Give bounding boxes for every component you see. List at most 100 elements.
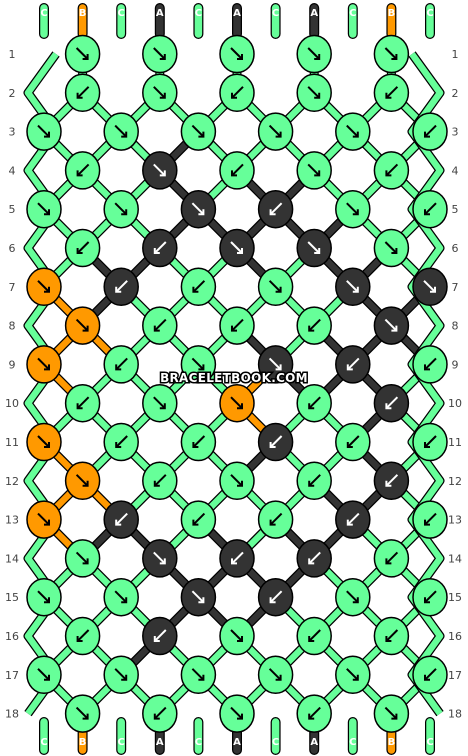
arrow-head	[424, 131, 430, 138]
top-strand-label: C	[40, 8, 47, 19]
knot-arrow-icon	[308, 706, 321, 720]
arrow-head	[275, 364, 282, 371]
arrow-shaft	[37, 124, 50, 138]
arrow-head	[430, 286, 436, 293]
top-strand-label: C	[118, 8, 125, 19]
arrow-shaft	[191, 590, 205, 603]
arrow-head	[115, 286, 122, 293]
row-number-right: 14	[448, 552, 462, 565]
arrow-shaft	[76, 629, 90, 642]
arrow-shaft	[191, 668, 205, 681]
knot-arrow-icon	[153, 47, 166, 60]
arrow-shaft	[230, 629, 243, 642]
arrow-shaft	[191, 202, 205, 215]
knot-arrow-icon	[269, 590, 283, 604]
arrow-shaft	[76, 396, 90, 409]
arrow-head	[76, 170, 83, 177]
arrow-shaft	[385, 629, 399, 642]
knot-arrow-icon	[385, 86, 399, 99]
arrow-head	[159, 170, 166, 177]
arrow-head	[192, 519, 199, 526]
knot-arrow-icon	[76, 163, 90, 177]
arrow-head	[424, 597, 430, 604]
arrow-head	[159, 54, 166, 60]
knot-arrow-icon	[423, 280, 436, 293]
arrow-head	[231, 558, 237, 565]
top-strand-label: C	[272, 8, 279, 19]
knot-arrow-icon	[75, 706, 89, 720]
row-number-right: 13	[448, 514, 462, 527]
arrow-shaft	[347, 435, 360, 448]
knot-arrow-icon	[230, 706, 243, 720]
knot-arrow-icon	[268, 668, 282, 681]
arrow-shaft	[114, 668, 127, 681]
arrow-shaft	[346, 124, 359, 138]
knot-arrow-icon	[269, 512, 283, 526]
knot-arrow-icon	[191, 668, 205, 681]
arrow-head	[44, 209, 50, 216]
arrow-head	[308, 325, 315, 332]
arrow-head	[115, 442, 122, 448]
arrow-head	[308, 558, 315, 565]
knot-arrow-icon	[384, 318, 398, 332]
top-strand-label: A	[310, 8, 318, 19]
arrow-shaft	[37, 280, 50, 293]
row-number-left: 6	[9, 242, 16, 255]
knot-arrow-icon	[114, 124, 128, 138]
arrow-head	[237, 713, 243, 720]
knot-arrow-icon	[231, 318, 244, 332]
arrow-head	[82, 54, 89, 60]
knot-arrow-icon	[114, 202, 128, 216]
knot-arrow-icon	[230, 241, 243, 254]
arrow-head	[275, 131, 282, 138]
row-number-left: 12	[5, 475, 19, 488]
arrow-head	[153, 480, 160, 487]
row-number-right: 15	[448, 591, 462, 604]
knot-arrow-icon	[230, 629, 243, 642]
row-number-left: 11	[5, 436, 19, 449]
arrow-head	[153, 248, 160, 254]
knot-arrow-icon	[153, 241, 167, 254]
arrow-shaft	[384, 47, 398, 60]
row-number-right: 9	[452, 358, 459, 371]
arrow-shaft	[385, 474, 399, 487]
arrow-head	[352, 597, 359, 604]
arrow-head	[308, 403, 315, 410]
knot-arrow-icon	[153, 629, 167, 642]
knot-arrow-icon	[385, 629, 399, 642]
arrow-shaft	[384, 318, 398, 332]
arrow-shaft	[424, 435, 437, 448]
top-strand-label: C	[426, 8, 433, 19]
arrow-head	[121, 209, 128, 216]
knot-arrow-icon	[191, 590, 205, 604]
arrow-shaft	[154, 706, 167, 720]
arrow-shaft	[384, 241, 398, 254]
row-number-left: 2	[9, 87, 16, 100]
knot-arrow-icon	[153, 86, 166, 99]
arrow-shaft	[115, 512, 128, 526]
arrow-shaft	[269, 202, 283, 215]
knot-arrow-icon	[37, 202, 50, 216]
arrow-shaft	[231, 551, 244, 565]
bottom-strand-label: A	[156, 737, 164, 748]
arrow-head	[192, 442, 199, 448]
arrow-shaft	[37, 435, 50, 448]
top-strand-label: C	[349, 8, 356, 19]
row-number-left: 1	[9, 48, 16, 61]
knot-arrow-icon	[268, 124, 282, 138]
knot-arrow-icon	[191, 124, 205, 138]
knot-arrow-icon	[114, 668, 128, 681]
row-number-left: 15	[5, 591, 19, 604]
knot-arrow-icon	[115, 280, 128, 293]
arrow-head	[269, 597, 276, 604]
arrow-shaft	[308, 706, 321, 720]
arrow-head	[44, 364, 50, 371]
knot-arrow-icon	[346, 435, 360, 448]
arrow-head	[153, 713, 160, 720]
arrow-head	[198, 597, 205, 604]
arrow-shaft	[192, 435, 206, 448]
knot-arrow-icon	[153, 396, 166, 410]
arrow-shaft	[307, 86, 320, 99]
bottom-strand-label: B	[79, 737, 87, 748]
arrow-shaft	[308, 318, 321, 332]
